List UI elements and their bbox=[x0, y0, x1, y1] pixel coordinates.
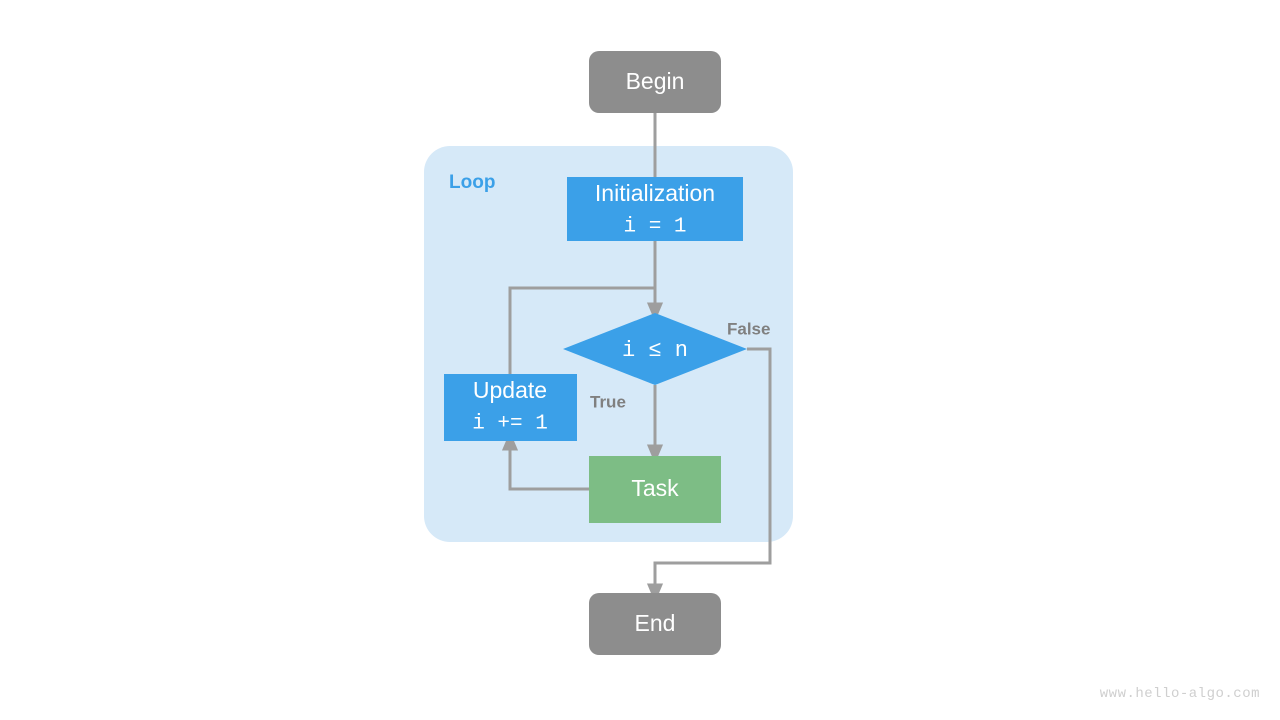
edge-condition-to-end bbox=[646, 347, 772, 603]
watermark: www.hello-algo.com bbox=[1099, 686, 1260, 702]
node-initialization[interactable]: Initialization i = 1 bbox=[567, 177, 743, 241]
node-update[interactable]: Update i += 1 bbox=[444, 374, 577, 441]
edge-label-true: True bbox=[590, 392, 626, 411]
node-condition[interactable]: i ≤ n bbox=[563, 313, 747, 385]
node-end[interactable]: End bbox=[589, 593, 721, 655]
node-update-label: Update bbox=[473, 377, 547, 403]
node-condition-code: i ≤ n bbox=[622, 338, 688, 363]
node-begin[interactable]: Begin bbox=[589, 51, 721, 113]
node-initialization-label: Initialization bbox=[595, 180, 715, 206]
edge-update-to-condition bbox=[508, 286, 655, 374]
node-begin-label: Begin bbox=[626, 68, 685, 94]
node-end-label: End bbox=[635, 610, 676, 636]
node-initialization-code: i = 1 bbox=[623, 216, 686, 239]
edge-task-to-update bbox=[501, 431, 589, 491]
loop-group-label: Loop bbox=[449, 172, 495, 193]
node-update-code: i += 1 bbox=[472, 413, 548, 436]
node-task-label: Task bbox=[631, 475, 679, 501]
edge-label-false: False bbox=[727, 319, 770, 338]
node-task[interactable]: Task bbox=[589, 456, 721, 523]
